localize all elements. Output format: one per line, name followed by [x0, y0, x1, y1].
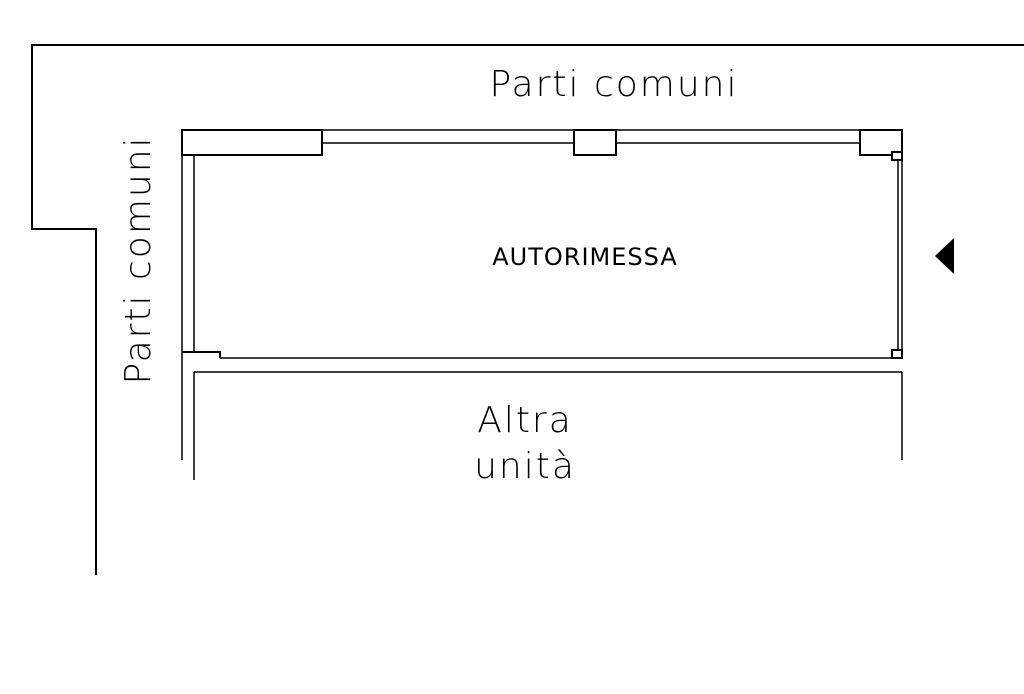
pillar-top-left [181, 129, 323, 156]
label-common-areas-top: Parti comuni [489, 64, 738, 105]
label-other-unit-line2: unità [474, 446, 576, 487]
triangle-left-icon [935, 238, 954, 274]
pillar-top-middle [573, 129, 617, 156]
label-garage: AUTORIMESSA [492, 243, 678, 271]
label-common-areas-left: Parti comuni [118, 135, 159, 384]
label-other-unit-line1: Altra [477, 400, 573, 441]
pillar-top-right [859, 129, 903, 156]
outer-boundary-line [31, 44, 1024, 575]
door-jamb-top [891, 151, 903, 161]
door-jamb-bottom [891, 349, 903, 359]
pillar-bottom-left [182, 351, 221, 358]
